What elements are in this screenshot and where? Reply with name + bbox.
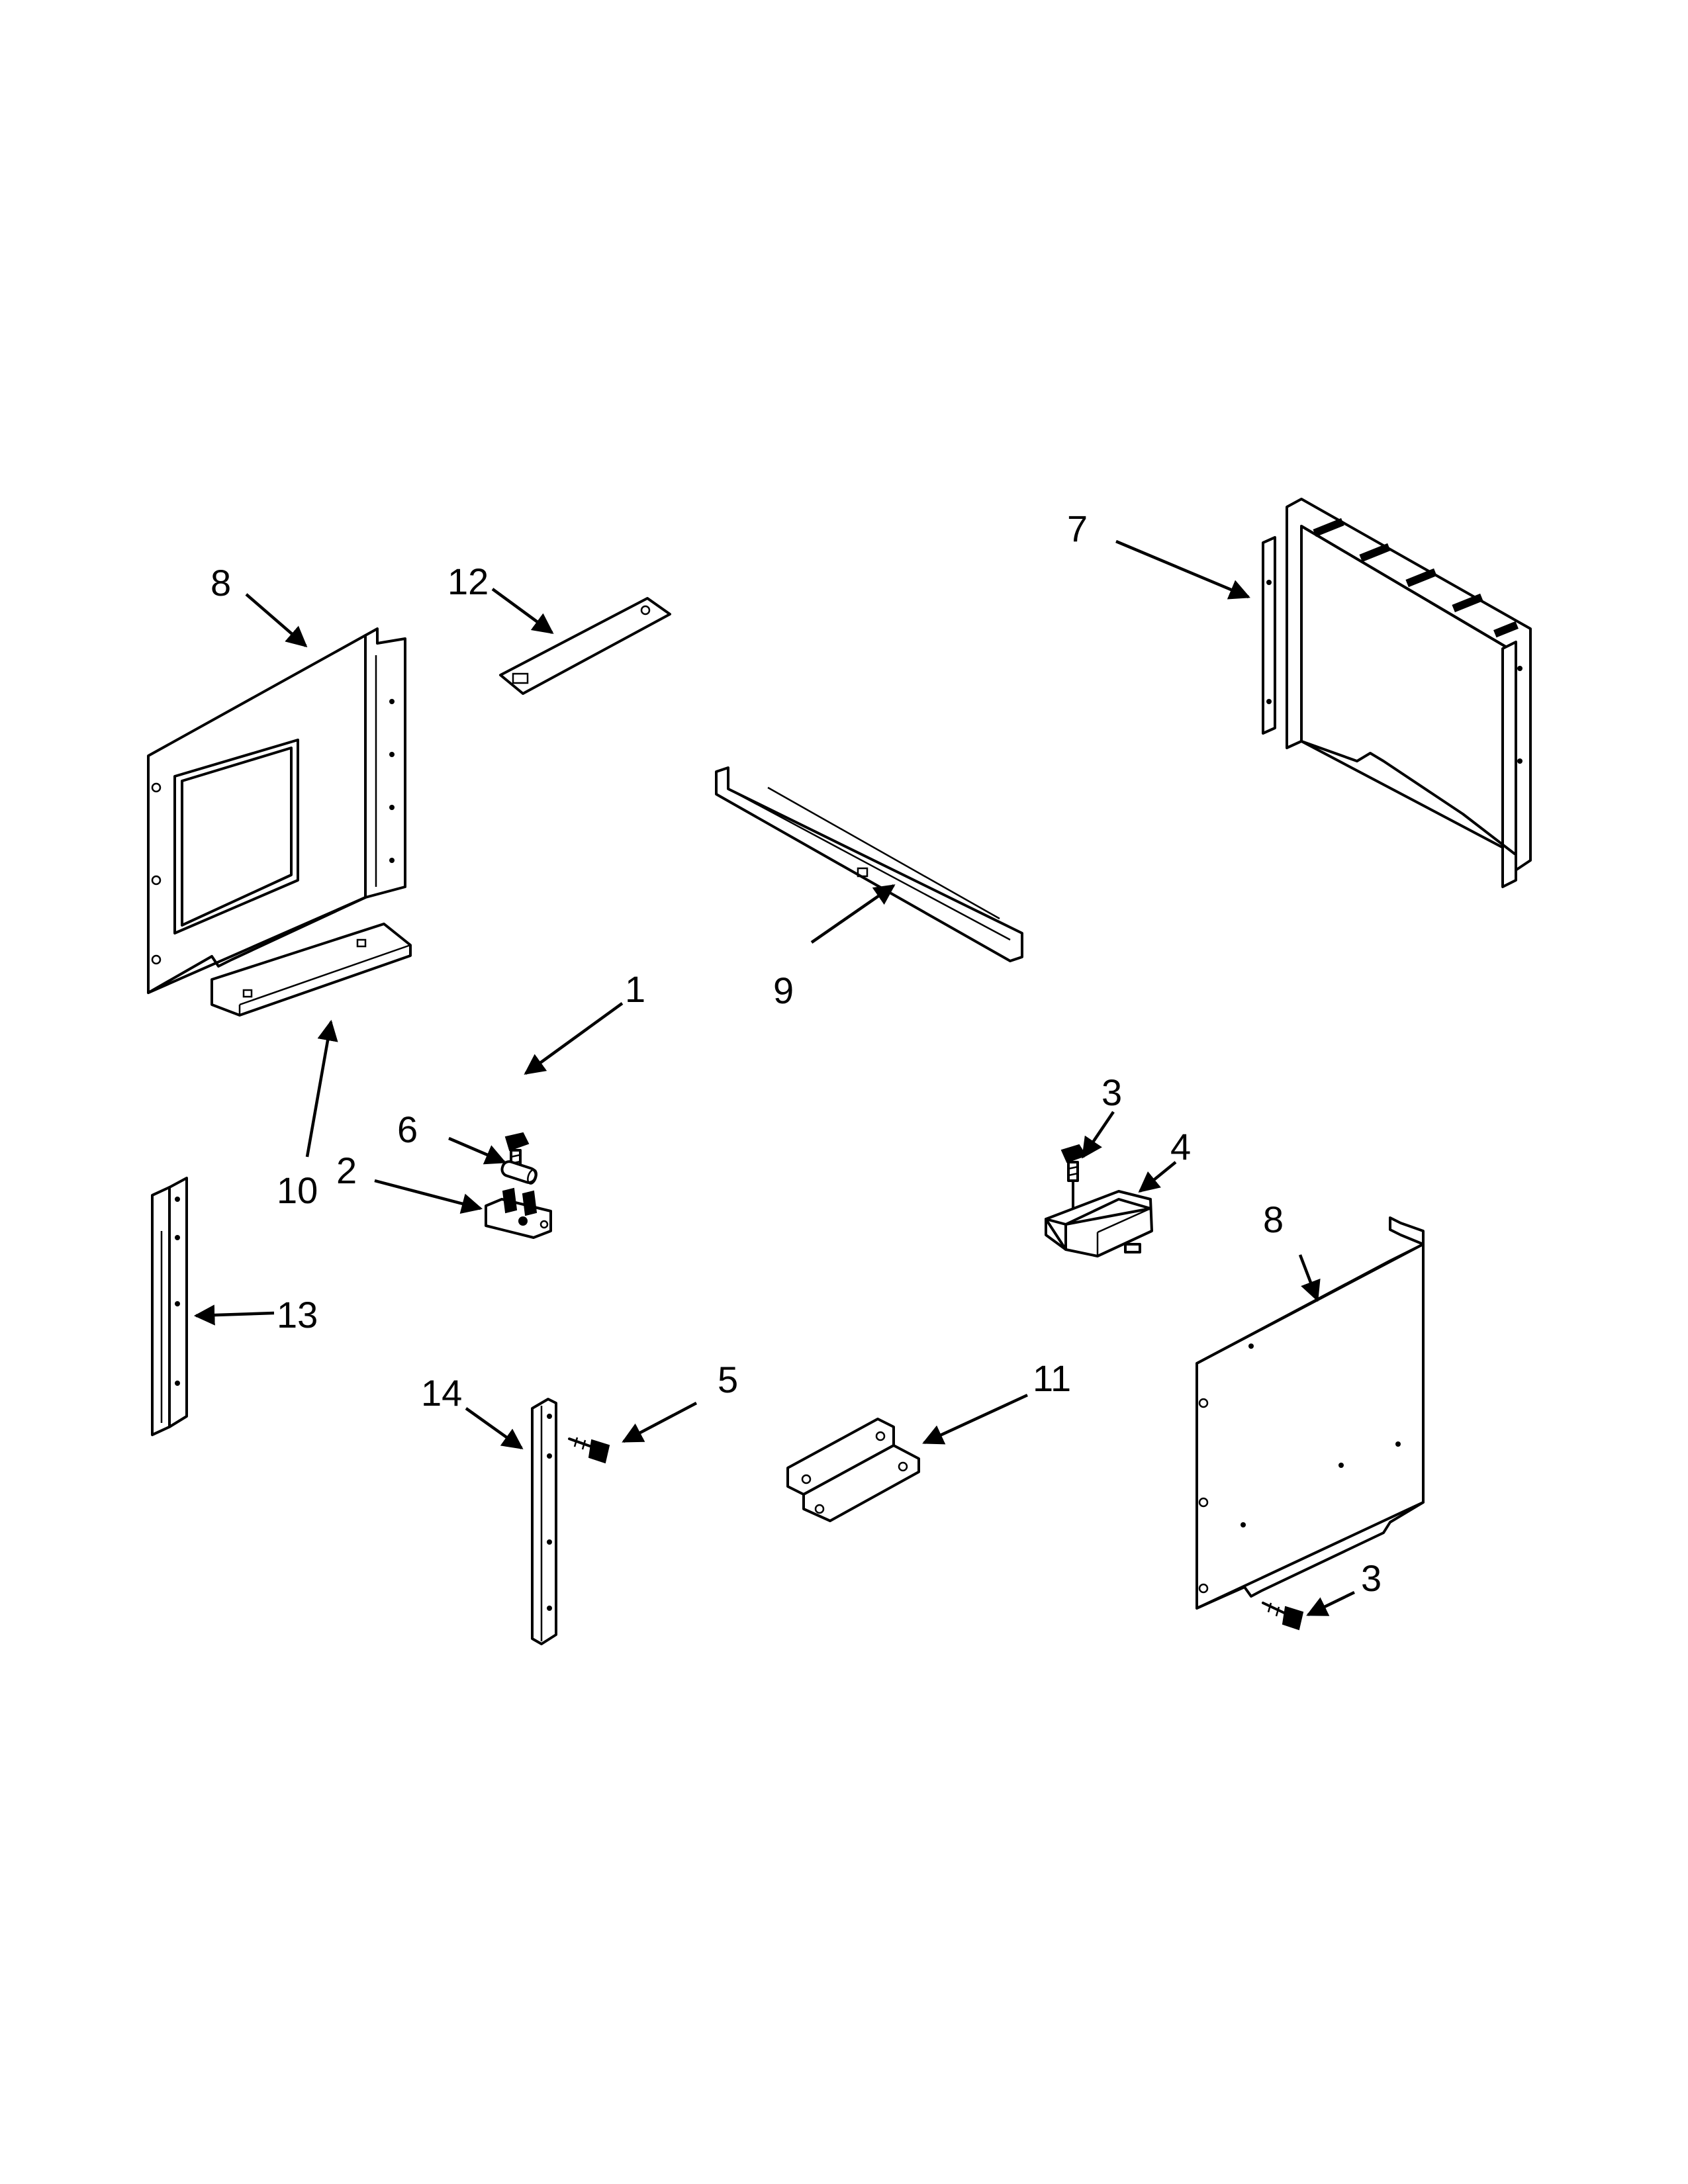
part-11-bracket	[786, 1418, 920, 1522]
callout-6: 6	[397, 1109, 418, 1150]
leader-1	[524, 1002, 624, 1075]
callout-9: 9	[773, 970, 794, 1011]
callout-2: 2	[336, 1150, 357, 1191]
callout-10: 10	[277, 1169, 318, 1211]
part-14-strip	[531, 1398, 557, 1645]
leader-7	[1115, 539, 1250, 600]
leader-3-lower	[1306, 1590, 1355, 1617]
leader-10	[305, 1019, 338, 1158]
leader-5	[622, 1402, 698, 1443]
part-10-bracket	[211, 923, 412, 1017]
callout-7: 7	[1067, 508, 1088, 549]
leader-14	[465, 1407, 524, 1449]
part-5-screw	[568, 1437, 610, 1464]
leader-2	[374, 1179, 483, 1214]
callout-4: 4	[1170, 1126, 1191, 1167]
callout-12: 12	[447, 561, 489, 602]
leader-3-upper	[1082, 1111, 1115, 1159]
callout-labels: 8 12 7 9 10 1 6 2 3 4 8 13 14 5 11 3	[211, 508, 1382, 1599]
part-4-module	[1045, 1190, 1153, 1257]
leader-8-upper	[245, 593, 308, 648]
leader-12	[491, 588, 554, 634]
part-13-channel	[151, 1177, 188, 1436]
leader-6	[448, 1136, 506, 1165]
callout-8-lower: 8	[1263, 1199, 1284, 1240]
leader-11	[922, 1393, 1028, 1445]
leader-4	[1138, 1161, 1177, 1193]
callout-3-upper: 3	[1102, 1071, 1122, 1113]
leader-13	[193, 1304, 275, 1326]
callout-3-lower: 3	[1361, 1557, 1382, 1599]
part-2-fuse-holder	[485, 1187, 552, 1239]
part-7-rear-panel	[1262, 498, 1532, 888]
leader-8-lower	[1298, 1254, 1321, 1302]
callout-5: 5	[718, 1359, 738, 1400]
callout-11: 11	[1033, 1357, 1071, 1399]
part-6-fuse	[500, 1160, 538, 1185]
part-3-screw-upper	[1060, 1144, 1087, 1212]
leader-9	[810, 884, 896, 944]
part-9-rail	[715, 766, 1023, 962]
callout-14: 14	[421, 1372, 462, 1414]
part-12-plate	[499, 597, 671, 695]
callout-1: 1	[625, 968, 645, 1010]
leader-lines	[193, 539, 1355, 1617]
part-8-side-panel-left	[147, 627, 406, 994]
part-8-side-panel-right	[1196, 1216, 1425, 1610]
callout-13: 13	[277, 1294, 318, 1336]
part-3-screw-lower	[1262, 1602, 1304, 1631]
callout-8-upper: 8	[211, 562, 231, 604]
